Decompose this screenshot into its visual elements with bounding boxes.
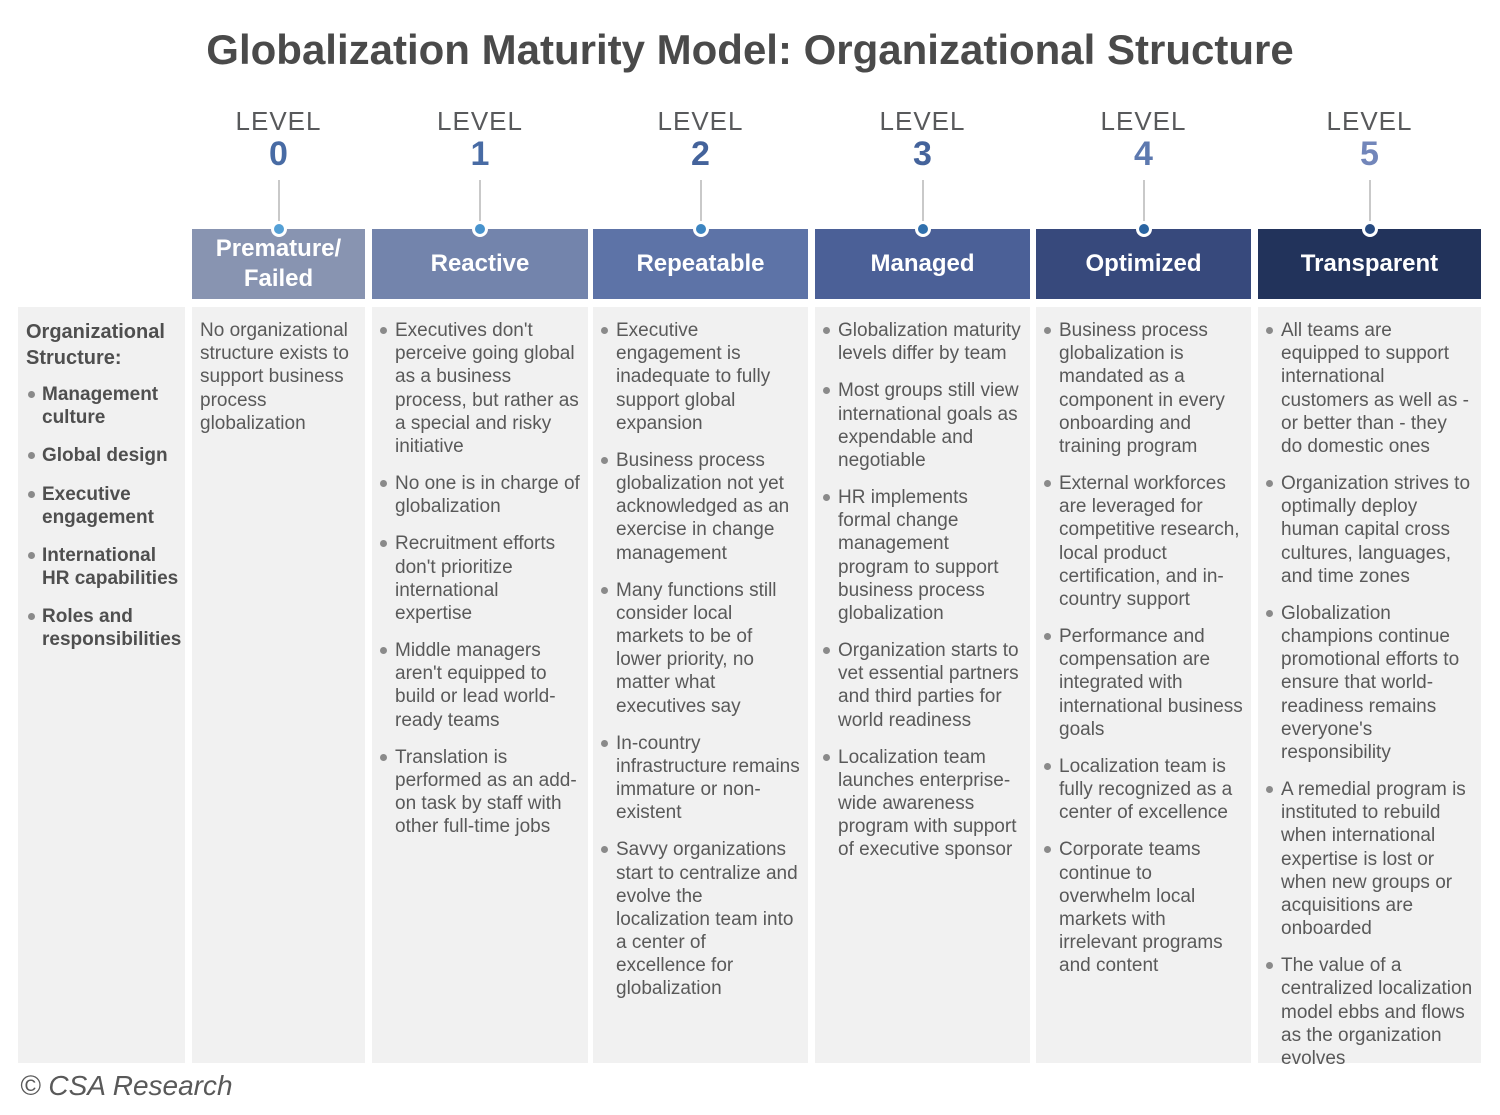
list-item: Executive engagement is inadequate to fu… xyxy=(599,319,800,435)
level-header: Transparent xyxy=(1258,221,1481,299)
list-item: All teams are equipped to support intern… xyxy=(1264,319,1473,458)
list-item: Recruitment efforts don't prioritize int… xyxy=(378,532,580,625)
level-header: Premature/ Failed xyxy=(192,221,365,299)
list-item: Management culture xyxy=(26,383,181,429)
level-column-3: LEVEL 3 Managed Globalization maturity l… xyxy=(815,106,1030,1063)
level-name: Optimized xyxy=(1085,250,1202,277)
level-column-5: LEVEL 5 Transparent All teams are equipp… xyxy=(1258,106,1481,1069)
connector-line xyxy=(699,180,702,224)
level-name: Repeatable xyxy=(636,250,765,277)
level-word: LEVEL xyxy=(657,106,744,136)
level-name: Managed xyxy=(870,250,975,277)
list-item: External workforces are leveraged for co… xyxy=(1042,472,1243,611)
bullet-list: Globalization maturity levels differ by … xyxy=(821,319,1022,862)
level-dot-icon xyxy=(1361,221,1378,237)
level-column-4: LEVEL 4 Optimized Business process globa… xyxy=(1036,106,1251,1063)
list-item: Many functions still consider local mark… xyxy=(599,579,800,718)
level-body: No organizational structure exists to su… xyxy=(192,307,365,1063)
list-item: Savvy organizations start to centralize … xyxy=(599,838,800,1000)
list-item: Executives don't perceive going global a… xyxy=(378,319,580,458)
list-item: HR implements formal change management p… xyxy=(821,486,1022,625)
level-header: Managed xyxy=(815,221,1030,299)
level-number: 2 xyxy=(691,135,710,173)
page-title: Globalization Maturity Model: Organizati… xyxy=(206,26,1294,73)
level-number: 5 xyxy=(1360,135,1379,173)
level-dot-icon xyxy=(472,221,488,237)
list-item: Middle managers aren't equipped to build… xyxy=(378,639,580,732)
list-item: The value of a centralized localization … xyxy=(1264,954,1473,1070)
level-word: LEVEL xyxy=(437,106,523,136)
list-item: Performance and compensation are integra… xyxy=(1042,625,1243,741)
level-body: Globalization maturity levels differ by … xyxy=(815,307,1030,1063)
bullet-list: All teams are equipped to support intern… xyxy=(1264,319,1473,1070)
list-item: Most groups still view international goa… xyxy=(821,379,1022,472)
list-item: Localization team launches enterprise-wi… xyxy=(821,746,1022,862)
connector-line xyxy=(479,180,481,224)
level-header: Repeatable xyxy=(593,221,808,299)
level-column-2: LEVEL 2 Repeatable Executive engagement … xyxy=(593,106,808,1063)
bullet-list: Executives don't perceive going global a… xyxy=(378,319,580,838)
list-item: Executive engagement xyxy=(26,483,181,529)
bullet-list: Executive engagement is inadequate to fu… xyxy=(599,319,800,1001)
list-item: In-country infrastructure remains immatu… xyxy=(599,732,800,825)
list-item: No one is in charge of globalization xyxy=(378,472,580,518)
copyright-text: © CSA Research xyxy=(20,1070,233,1101)
level-text: No organizational structure exists to su… xyxy=(200,320,349,434)
row-label-cell: Organizational Structure: Management cul… xyxy=(18,307,185,1063)
level-body: Executive engagement is inadequate to fu… xyxy=(593,307,808,1063)
level-body: Executives don't perceive going global a… xyxy=(372,307,588,1063)
connector-line xyxy=(921,180,924,224)
row-label-column: Organizational Structure: Management cul… xyxy=(18,307,185,1063)
level-number: 4 xyxy=(1134,135,1153,173)
level-word: LEVEL xyxy=(1100,106,1187,136)
level-number: 3 xyxy=(913,135,932,173)
level-word: LEVEL xyxy=(235,106,322,136)
list-item: Globalization maturity levels differ by … xyxy=(821,319,1022,365)
row-label-list: Management culture Global design Executi… xyxy=(26,383,181,652)
level-body: Business process globalization is mandat… xyxy=(1036,307,1251,1063)
level-dot-icon xyxy=(270,221,287,237)
list-item: Business process globalization is mandat… xyxy=(1042,319,1243,458)
level-dot-icon xyxy=(692,221,709,237)
list-item: Organization starts to vet essential par… xyxy=(821,639,1022,732)
connector-line xyxy=(1142,180,1145,224)
list-item: Localization team is fully recognized as… xyxy=(1042,755,1243,825)
list-item: Roles and responsibilities xyxy=(26,605,181,651)
list-item: Organization strives to optimally deploy… xyxy=(1264,472,1473,588)
level-body: All teams are equipped to support intern… xyxy=(1258,307,1481,1069)
level-header: Reactive xyxy=(372,221,588,299)
level-name: Reactive xyxy=(430,250,530,277)
list-item: Translation is performed as an add-on ta… xyxy=(378,746,580,839)
level-name: Premature/ Failed xyxy=(215,235,342,292)
connector-line xyxy=(277,180,280,224)
level-name: Transparent xyxy=(1300,250,1439,277)
list-item: A remedial program is instituted to rebu… xyxy=(1264,778,1473,940)
level-dot-icon xyxy=(914,221,931,237)
level-word: LEVEL xyxy=(879,106,966,136)
level-column-1: LEVEL 1 Reactive Executives don't percei… xyxy=(372,106,588,1063)
list-item: International HR capabilities xyxy=(26,544,181,590)
level-word: LEVEL xyxy=(1326,106,1413,136)
level-header: Optimized xyxy=(1036,221,1251,299)
level-number: 1 xyxy=(470,135,490,173)
level-number: 0 xyxy=(269,135,288,173)
list-item: Globalization champions continue promoti… xyxy=(1264,602,1473,764)
row-label-heading: Organizational Structure: xyxy=(26,321,165,369)
level-dot-icon xyxy=(1135,221,1152,237)
list-item: Global design xyxy=(26,444,181,467)
level-column-0: LEVEL 0 Premature/ Failed No organizatio… xyxy=(192,106,365,1063)
connector-line xyxy=(1368,180,1371,224)
list-item: Corporate teams continue to overwhelm lo… xyxy=(1042,838,1243,977)
list-item: Business process globalization not yet a… xyxy=(599,449,800,565)
bullet-list: Business process globalization is mandat… xyxy=(1042,319,1243,977)
